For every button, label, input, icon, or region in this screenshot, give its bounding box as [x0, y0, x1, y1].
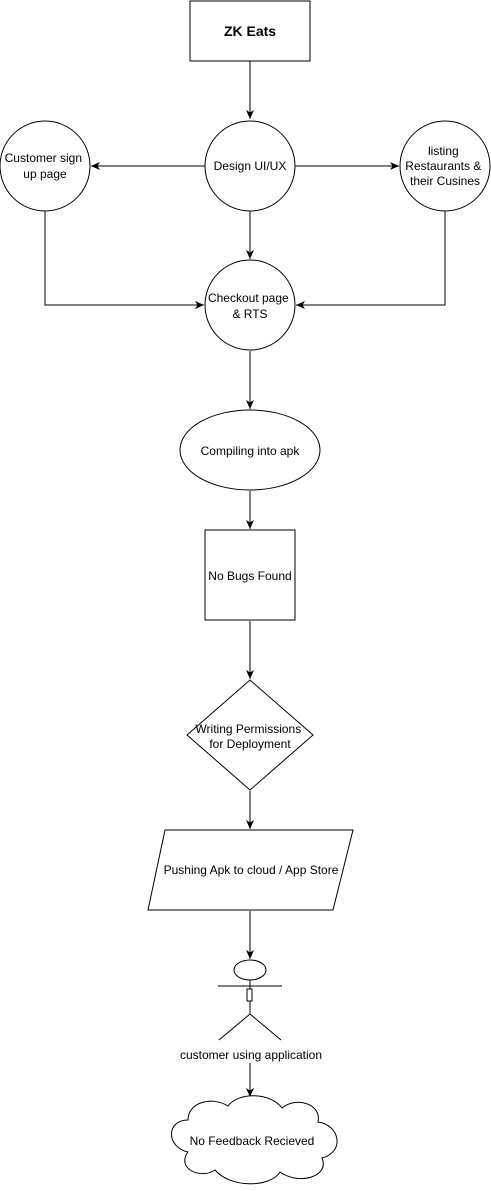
node-checkout[interactable]: Checkout page & RTS [204, 259, 296, 351]
node-feedback-label: No Feedback Recieved [190, 1134, 315, 1148]
node-listing-line-1: listing [428, 144, 459, 158]
node-permissions-label: Writing Permissions for Deployment [195, 722, 304, 751]
node-checkout-line-2: & RTS [232, 307, 267, 321]
node-pushing-apk[interactable]: Pushing Apk to cloud / App Store [147, 829, 354, 911]
node-customer-actor[interactable]: customer using application [180, 959, 322, 1062]
node-signup-label: Customer sign up page [5, 151, 86, 181]
node-compiling-label: Compiling into apk [201, 444, 301, 458]
node-pushing-label: Pushing Apk to cloud / App Store [164, 863, 339, 877]
node-zk-eats[interactable]: ZK Eats [189, 0, 311, 62]
node-customer-signup[interactable]: Customer sign up page [0, 120, 91, 212]
node-signup-line-1: Customer sign [5, 151, 82, 165]
edges [44, 61, 446, 1097]
node-listing-label: listing Restaurants & their Cusines [405, 144, 484, 188]
node-zk-eats-label: ZK Eats [224, 23, 276, 39]
node-design-ui-ux[interactable]: Design UI/UX [204, 120, 296, 212]
node-listing-line-3: their Cusines [410, 174, 480, 188]
edge-listing-to-checkout [296, 211, 446, 309]
node-customer-label: customer using application [180, 1048, 322, 1062]
node-permissions-line-1: Writing Permissions [195, 722, 301, 736]
node-no-bugs-found[interactable]: No Bugs Found [204, 529, 296, 621]
node-no-feedback-cloud[interactable]: No Feedback Recieved [171, 1095, 338, 1185]
node-signup-line-2: up page [23, 167, 67, 181]
edge-signup-to-checkout [44, 211, 204, 309]
node-design-label: Design UI/UX [214, 159, 287, 173]
node-checkout-line-1: Checkout page [208, 291, 289, 305]
node-no-bugs-label: No Bugs Found [208, 569, 291, 583]
node-listing-restaurants[interactable]: listing Restaurants & their Cusines [399, 120, 491, 212]
node-listing-line-2: Restaurants & [405, 159, 481, 173]
node-writing-permissions[interactable]: Writing Permissions for Deployment [186, 679, 314, 791]
node-compiling-apk[interactable]: Compiling into apk [179, 409, 321, 491]
node-permissions-line-2: for Deployment [209, 737, 291, 751]
node-checkout-label: Checkout page & RTS [208, 291, 292, 321]
